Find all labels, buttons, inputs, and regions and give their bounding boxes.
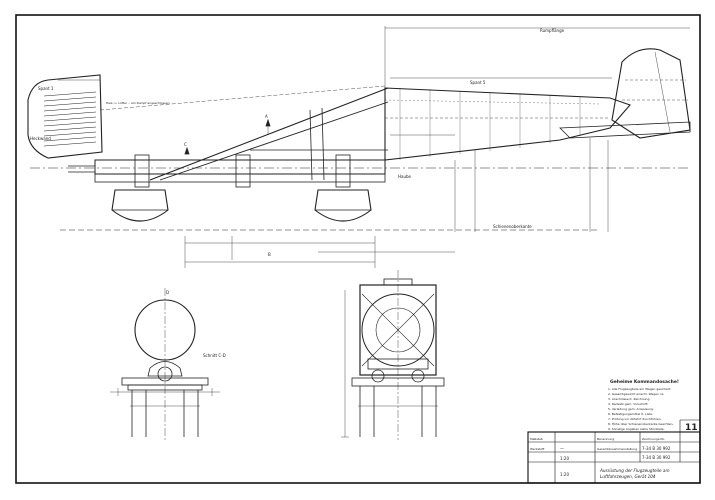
sheet-border xyxy=(15,14,701,484)
note-line: 2. Gesamtgewicht einschl. Wagen ca. xyxy=(608,392,664,396)
caption-line-2: Luftfahrzeugen, Gerät 104 xyxy=(600,474,656,479)
label-dim-b: B xyxy=(268,252,271,257)
tb-material: — xyxy=(560,446,564,451)
drawing-labels: Rumpflänge Spant 1 Heckwand Spant 5 Heiz… xyxy=(30,28,565,358)
note-line: 4. Radsatz gem. Vorschrift. xyxy=(608,402,649,406)
note-line: 3. Anschlüsse lt. Zeichnung. xyxy=(608,397,650,401)
sheet-scale: 1:20 xyxy=(560,472,569,477)
title-block-text: 11 Maßstab Benennung Zeichnungs-Nr. Werk… xyxy=(530,423,698,479)
label-spant1: Spant 1 xyxy=(38,86,54,91)
caption-line-1: Ausrüstung der Flugzeugteile am xyxy=(599,468,670,473)
label-fuselage-length: Rumpflänge xyxy=(540,28,565,33)
label-nose-note: Heiz- u. Lüfter .. am Rumpf angeschlosse… xyxy=(106,101,170,105)
label-dim-c: C xyxy=(184,142,187,147)
note-line: 6. Befestigungsmittel lt. Liste. xyxy=(608,412,653,416)
label-schienen: Schienenoberkante xyxy=(493,224,532,229)
label-dim-d: D xyxy=(166,290,169,295)
rear-view xyxy=(341,270,445,440)
label-heckwand: Heckwand xyxy=(30,136,51,141)
tb-col-label: Maßstab xyxy=(530,437,543,441)
label-haube: Haube xyxy=(398,174,412,179)
tb-drawing-no: 7-34 B 30 992 xyxy=(642,446,671,451)
title-block xyxy=(527,419,701,484)
notes-block: Geheime Kommandosache! 1. Alle Flugzeugt… xyxy=(608,379,679,431)
label-dim-a: A xyxy=(265,114,268,119)
notes-title: Geheime Kommandosache! xyxy=(610,379,679,385)
tb-col-label: Werkstoff xyxy=(530,447,545,451)
label-schnitt: Schnitt C-D xyxy=(203,353,226,358)
sheet-number: 11 xyxy=(685,423,698,433)
tb-benennung: Gesamtzusammenstellung xyxy=(597,447,637,451)
label-spant5: Spant 5 xyxy=(470,80,486,85)
note-line: 7. Prüfung vor Abfahrt durchführen. xyxy=(608,417,662,421)
note-line: 9. Sonstige Angaben siehe Stückliste. xyxy=(608,427,665,431)
note-line: 8. Höhe über Schienenoberkante beachten. xyxy=(608,422,674,426)
note-line: 5. Verladung gem. Anweisung. xyxy=(608,407,654,411)
note-line: 1. Alle Flugzeugteile am Wagen gesichert… xyxy=(608,387,671,391)
section-front-view xyxy=(110,288,220,440)
side-elevation xyxy=(27,26,691,268)
tb-col-label: Benennung xyxy=(597,437,614,441)
drawing-number: 7-34 B 30 992 xyxy=(642,455,671,460)
tb-scale: 1:20 xyxy=(560,456,569,461)
tb-col-label: Zeichnungs-Nr. xyxy=(642,437,665,441)
